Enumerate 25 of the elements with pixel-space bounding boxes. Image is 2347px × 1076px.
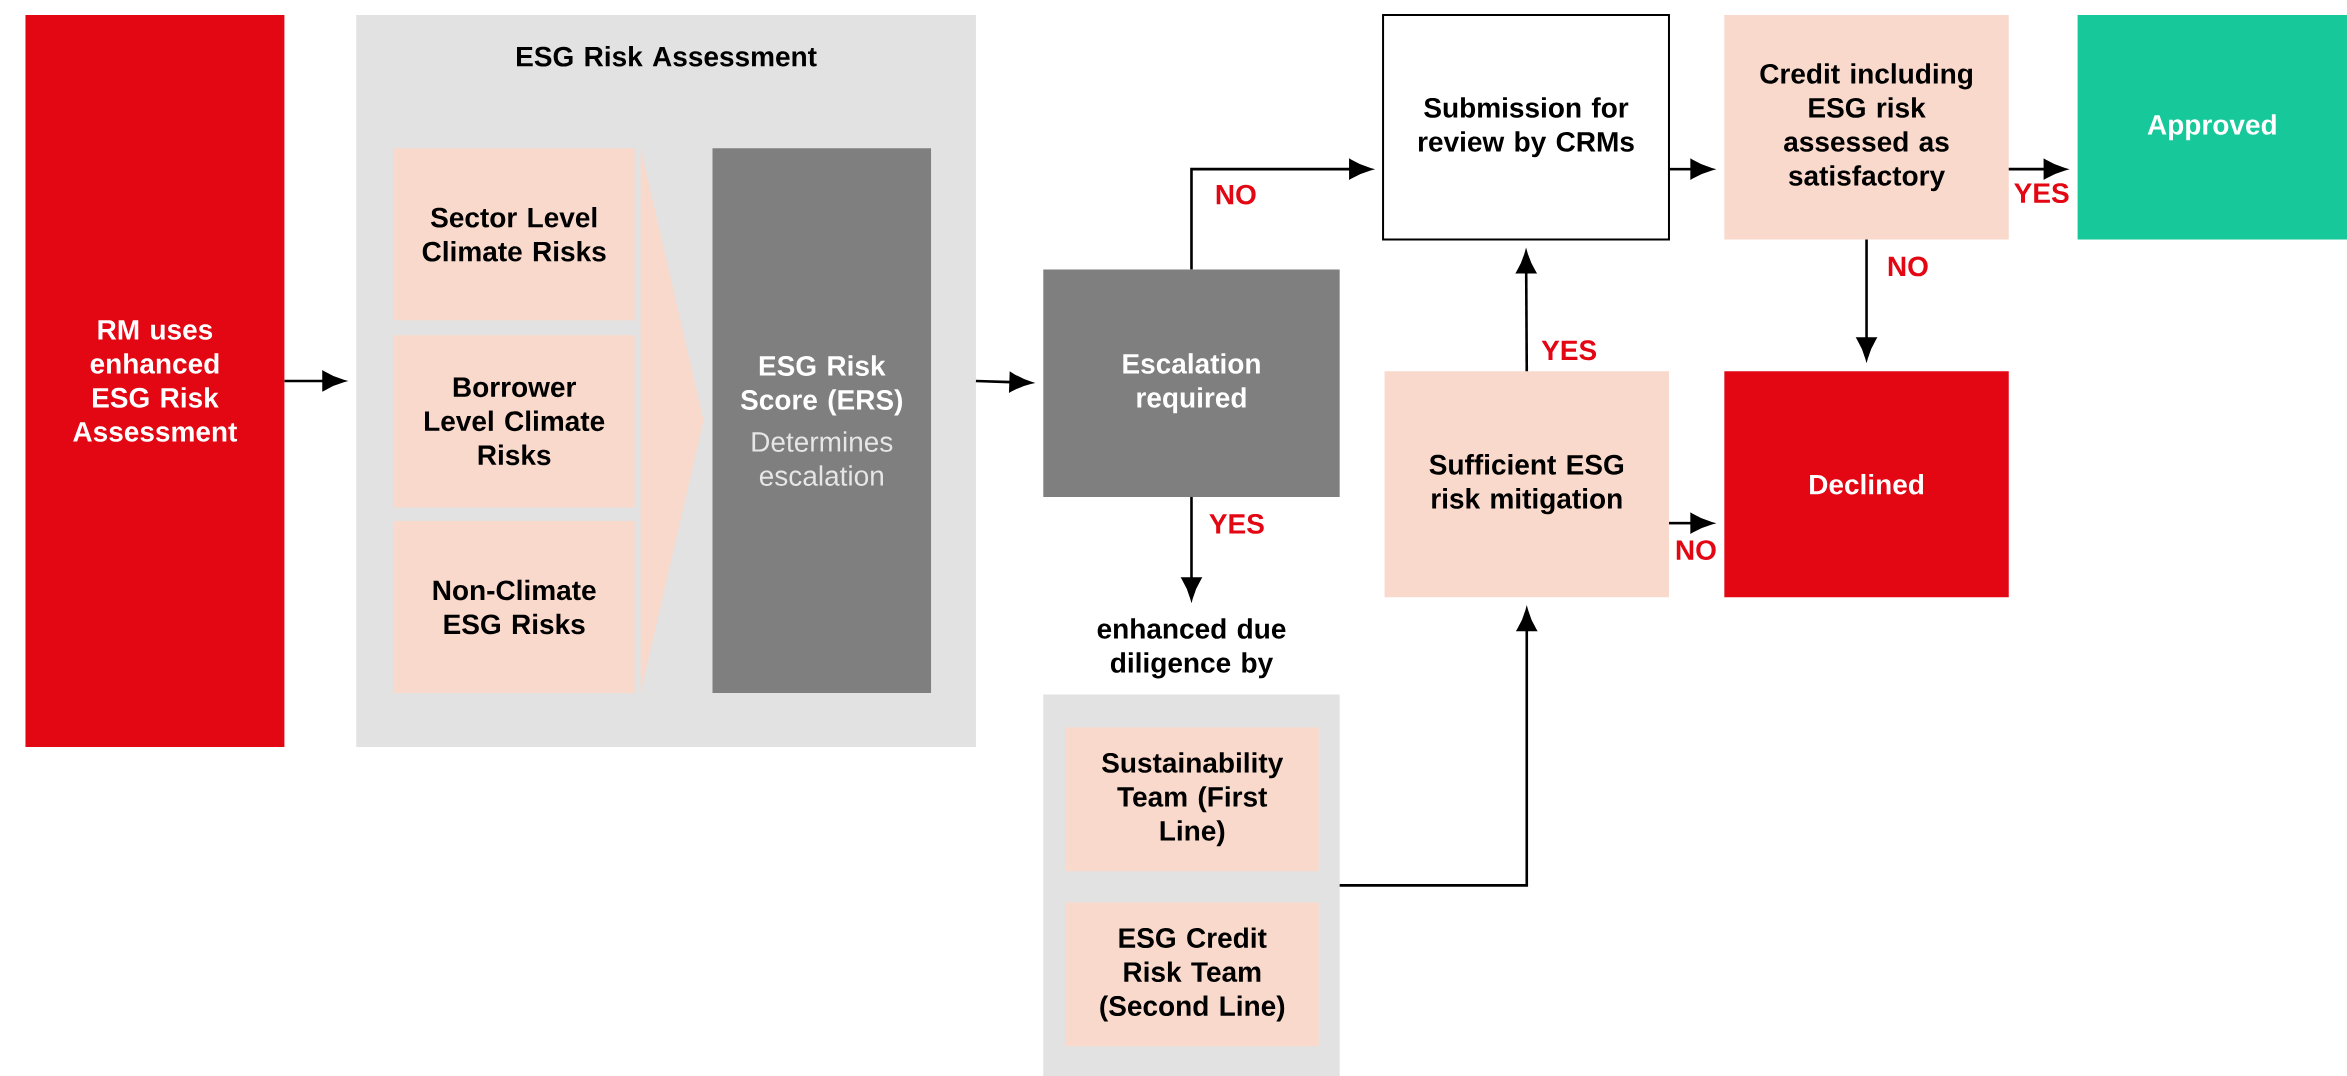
process-box: ESG Credit Risk Team (Second Line)	[1065, 902, 1319, 1047]
decision-box: Escalation required	[1043, 269, 1340, 497]
edge-label: NO	[1672, 538, 1719, 562]
edge-label: YES	[1206, 511, 1267, 536]
process-box: RM uses enhanced ESG Risk Assessment	[25, 14, 285, 747]
decision-box: Credit including ESG risk assessed as satisfactory	[1724, 14, 2009, 240]
process-box: Submission for review by CRMs	[1382, 13, 1670, 241]
edge-label: NO	[1212, 182, 1259, 207]
process-box: Sustainability Team (First Line)	[1065, 727, 1319, 872]
node-label: enhanced due diligence by	[1097, 618, 1286, 679]
edge-label: YES	[2011, 181, 2072, 205]
decision-box: Sufficient ESG risk mitigation	[1384, 371, 1669, 598]
process-box: Non-Climate ESG Risks	[393, 520, 635, 693]
process-box: Borrower Level Climate Risks	[393, 335, 635, 508]
arrow	[1190, 159, 1372, 270]
arrow	[1339, 608, 1537, 887]
edge-label: YES	[1539, 338, 1600, 363]
arrow	[1516, 250, 1537, 372]
arrow	[2008, 159, 2067, 179]
outcome-box: Declined	[1724, 371, 2009, 598]
process-box: ESG Risk Score (ERS) Determines escalation	[712, 148, 932, 693]
arrow	[284, 370, 345, 391]
outcome-box: Approved	[2077, 14, 2347, 240]
edge-label: NO	[1884, 254, 1931, 279]
process-box: Sector Level Climate Risks	[393, 148, 635, 321]
